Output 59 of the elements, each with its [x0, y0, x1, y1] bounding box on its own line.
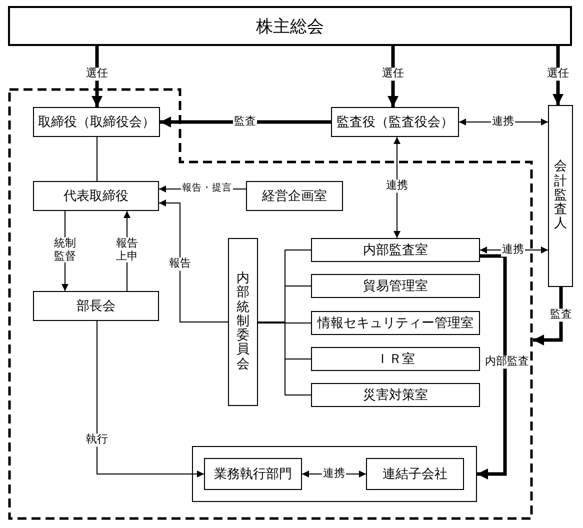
arrow	[552, 46, 564, 105]
edge-label: 連携	[491, 116, 515, 128]
arrow	[96, 320, 204, 478]
edge-label: 連携	[501, 244, 525, 256]
arrow	[477, 254, 507, 480]
organization-box	[331, 107, 459, 137]
connector-line	[258, 322, 312, 396]
dashed-boundary	[8, 88, 533, 520]
organization-box	[311, 347, 480, 371]
organization-box	[204, 458, 302, 490]
connector-line	[96, 136, 98, 182]
box-label: 連結子会社	[382, 466, 448, 483]
organization-box	[33, 107, 160, 137]
organization-box	[8, 6, 572, 46]
arrow	[92, 46, 102, 107]
box-label: 会計監査人	[554, 160, 567, 232]
organization-box	[228, 238, 258, 406]
arrow	[394, 136, 400, 238]
organization-box	[311, 311, 480, 335]
organization-box	[311, 238, 480, 262]
box-label: 災害対策室	[363, 387, 428, 404]
edge-label: 報告・提言	[181, 184, 233, 194]
box-label: 部長会	[76, 298, 116, 315]
organization-box	[33, 181, 159, 211]
edge-label: 報告	[168, 258, 192, 270]
box-label: 取締役（取締役会）	[38, 114, 155, 131]
organization-box	[33, 291, 159, 321]
edge-label: 報告上申	[114, 237, 140, 263]
edge-label: 連携	[322, 468, 346, 480]
connector-line	[258, 322, 312, 324]
edge-label: 選任	[85, 68, 109, 80]
edge-label: 執行	[85, 434, 109, 446]
edge-label: 統制監督	[52, 237, 78, 263]
edge-label: 監査	[233, 116, 257, 128]
box-label: 代表取締役	[64, 188, 128, 205]
arrow	[160, 116, 331, 128]
arrow	[158, 200, 228, 322]
organization-box	[548, 105, 573, 287]
box-label: 監査役（監査役会）	[336, 114, 454, 131]
edge-label: 内部監査	[484, 356, 530, 368]
box-label: 業務執行部門	[214, 466, 292, 483]
organization-box	[246, 181, 343, 211]
edge-label: 連携	[385, 180, 409, 192]
box-label: 株主総会	[256, 16, 324, 38]
organization-box	[311, 383, 480, 407]
organization-box	[366, 458, 464, 490]
edge-label: 監査	[549, 308, 573, 322]
arrow	[533, 287, 563, 346]
box-label: ＩＲ室	[376, 351, 415, 368]
edge-label: 選任	[546, 68, 570, 80]
edge-label: 選任	[381, 68, 405, 80]
box-label: 内部統制委員会	[236, 272, 250, 372]
arrow	[388, 46, 398, 107]
box-label: 情報セキュリティー管理室	[318, 315, 474, 332]
group-box	[192, 446, 477, 502]
organization-box	[311, 274, 480, 298]
box-label: 内部監査室	[363, 242, 428, 259]
box-label: 貿易管理室	[363, 278, 428, 295]
box-label: 経営企画室	[262, 188, 327, 205]
